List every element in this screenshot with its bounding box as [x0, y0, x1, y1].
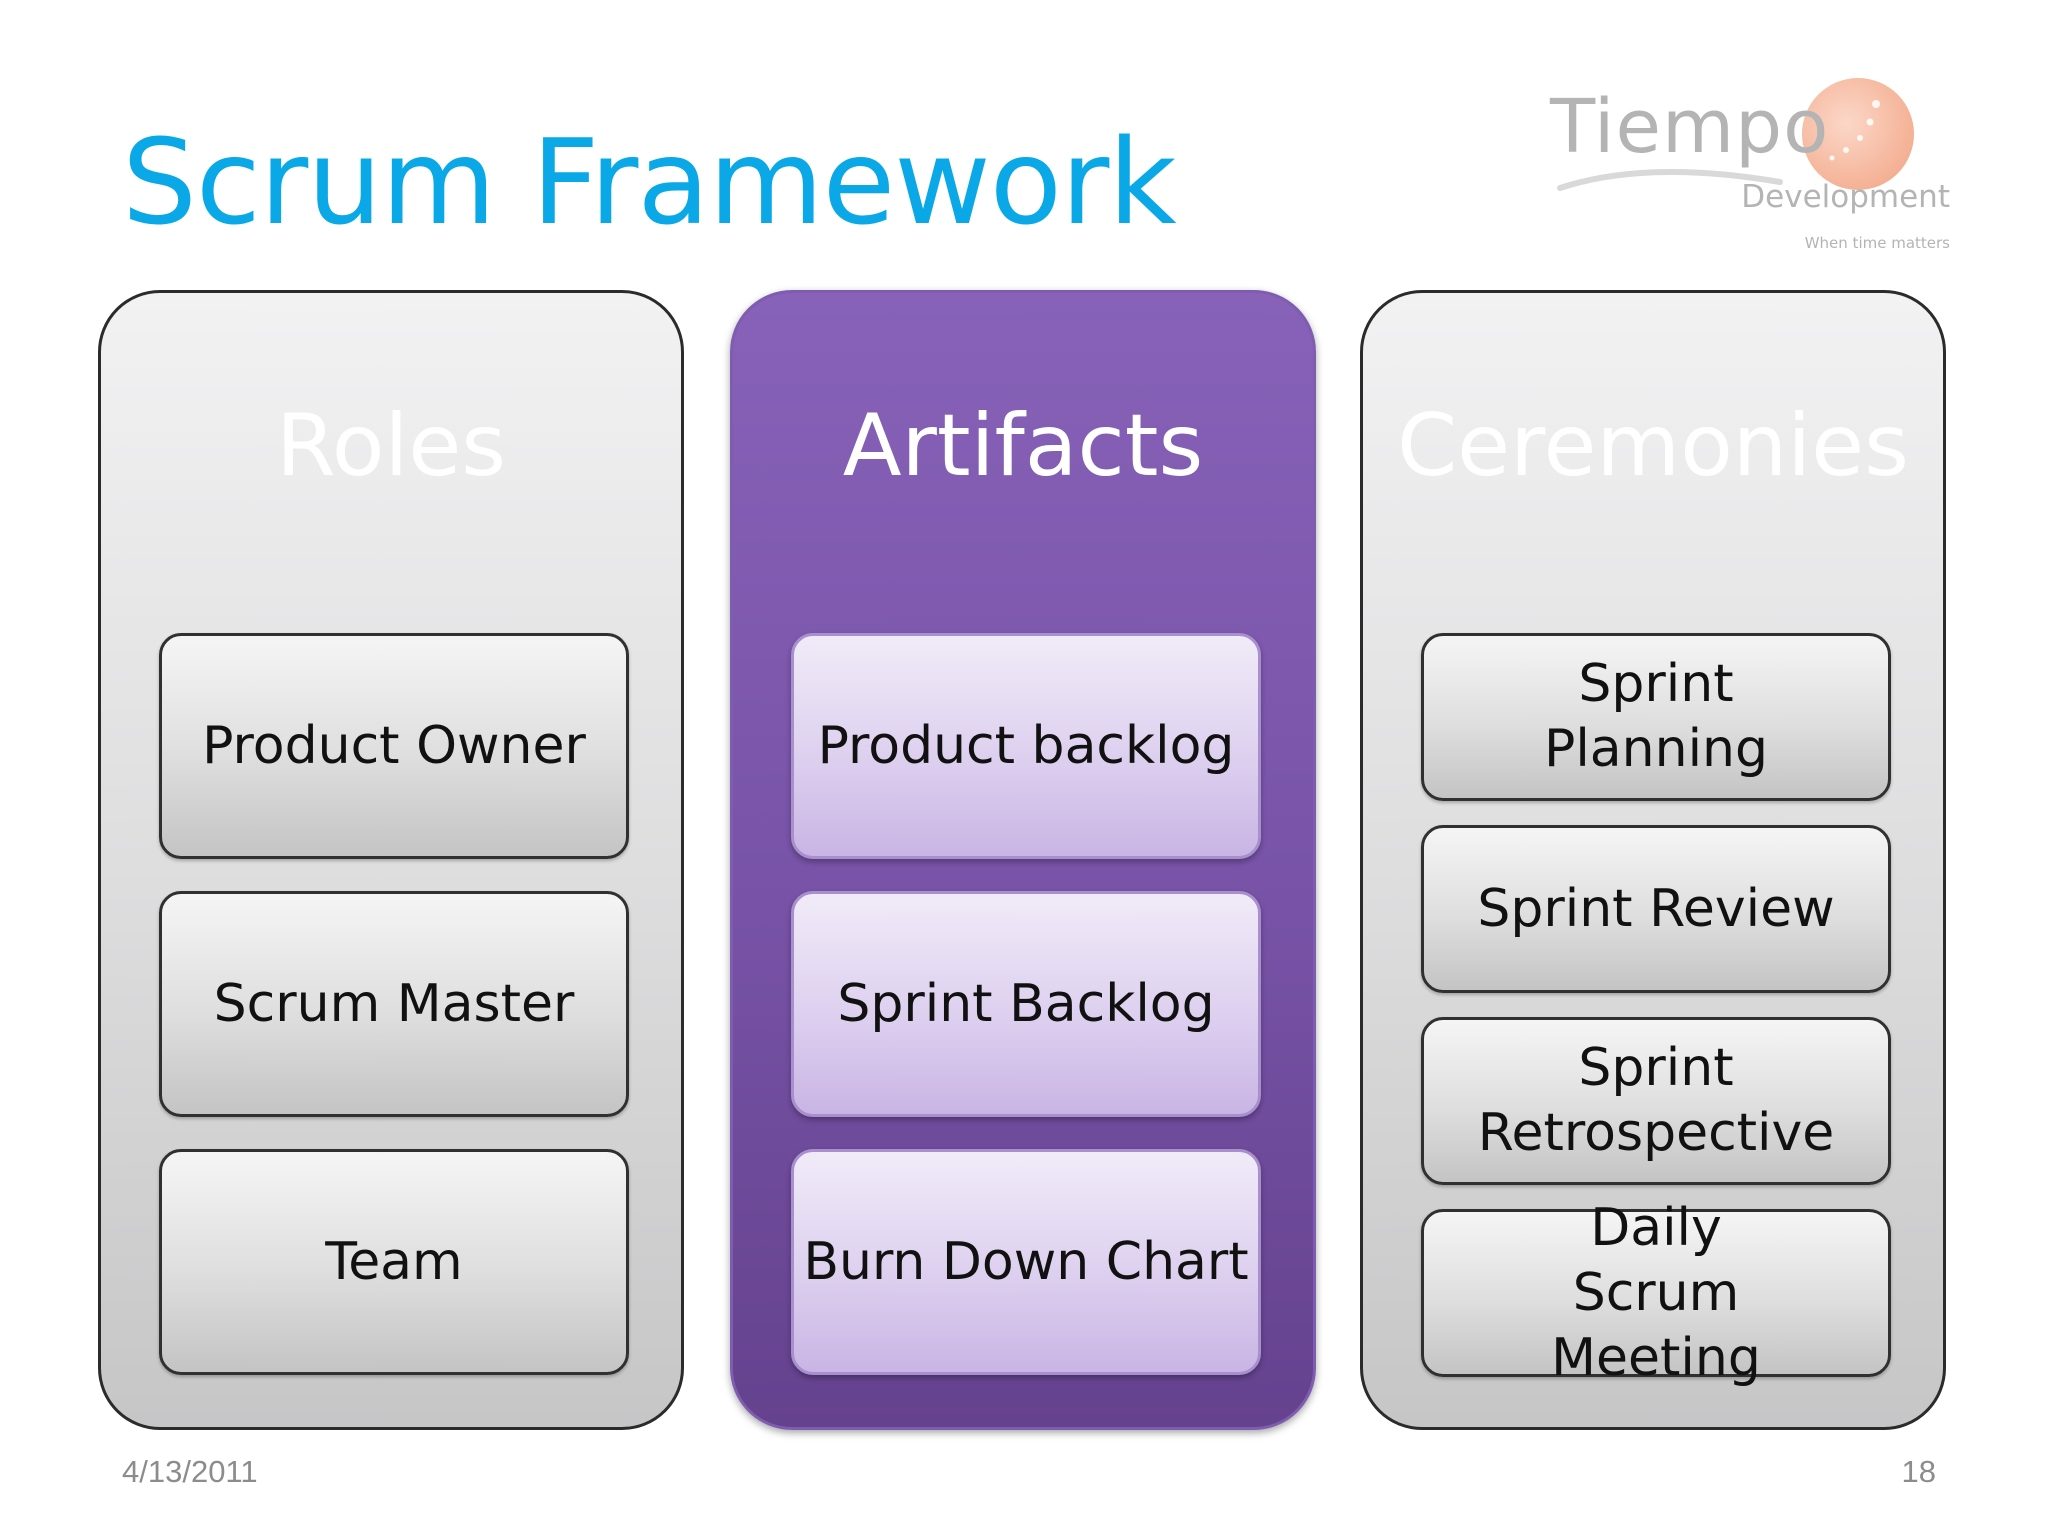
ceremony-daily-scrum-meeting: Daily Scrum Meeting [1421, 1198, 1891, 1388]
logo-subtitle: Development [1741, 179, 1950, 215]
role-scrum-master: Scrum Master [159, 891, 629, 1117]
artifacts-column: Artifacts Product backlog Sprint Backlog… [730, 290, 1316, 1430]
logo-swoosh-icon [1557, 100, 1880, 191]
tiempo-logo: Tiempo Development When time matters [1540, 70, 1960, 260]
artifact-product-backlog: Product backlog [791, 633, 1261, 859]
slide-title: Scrum Framework [122, 113, 1177, 251]
slide-date: 4/13/2011 [122, 1454, 258, 1489]
logo-name: Tiempo [1550, 84, 1830, 170]
artifacts-heading: Artifacts [842, 396, 1204, 496]
ceremony-sprint-planning: Sprint Planning [1421, 633, 1891, 801]
roles-column: Roles Product Owner Scrum Master Team [98, 290, 684, 1430]
ceremonies-column: Ceremonies Sprint Planning Sprint Review… [1360, 290, 1946, 1430]
ceremonies-heading: Ceremonies [1397, 396, 1909, 496]
logo-tagline: When time matters [1804, 234, 1950, 252]
ceremony-sprint-retrospective: Sprint Retrospective [1421, 1017, 1891, 1185]
roles-heading: Roles [275, 396, 507, 496]
slide-page-number: 18 [1901, 1454, 1936, 1489]
logo-sun-icon [1802, 78, 1914, 190]
ceremony-sprint-review: Sprint Review [1421, 825, 1891, 993]
role-team: Team [159, 1149, 629, 1375]
artifact-burn-down-chart: Burn Down Chart [791, 1149, 1261, 1375]
role-product-owner: Product Owner [159, 633, 629, 859]
artifact-sprint-backlog: Sprint Backlog [791, 891, 1261, 1117]
